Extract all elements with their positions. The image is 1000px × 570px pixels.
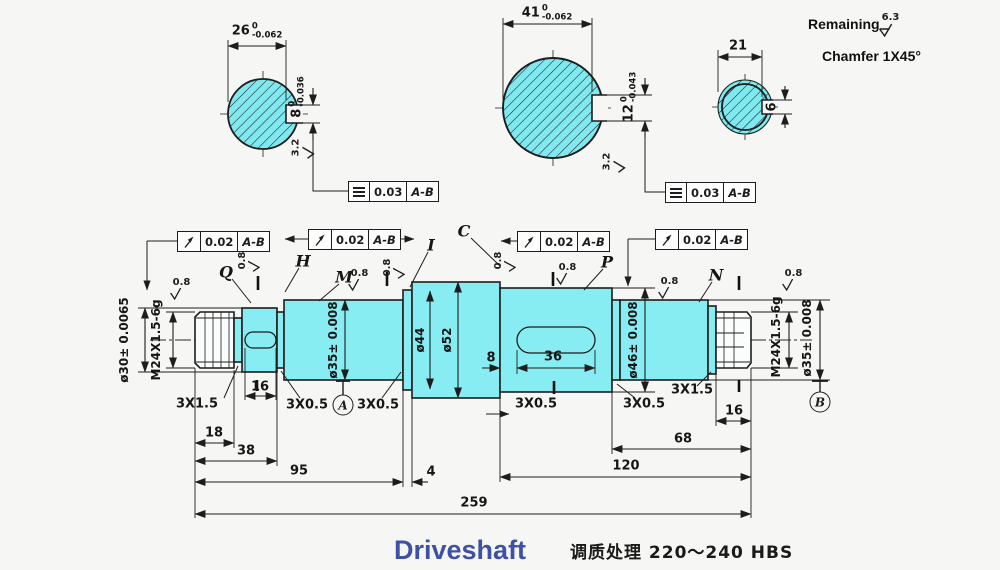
tolerance-value: 0.02 xyxy=(540,232,577,251)
dim-18: 18 xyxy=(204,425,224,441)
heat-treatment-note: 调质处理 220～240 HBS xyxy=(570,543,794,563)
dim-keyway-36: 36 xyxy=(543,349,563,365)
feature-label-q: Q xyxy=(219,262,233,282)
chamfer-note: Chamfer 1X45° xyxy=(822,48,921,64)
drawing-title: Driveshaft xyxy=(394,535,527,565)
dim-diameter-35-left: ø35± 0.008 xyxy=(326,301,340,379)
tolerance-value: 0.03 xyxy=(686,183,723,202)
thread-spec-right: M24X1.5-6g xyxy=(769,296,783,378)
roughness-check-icon xyxy=(248,260,260,272)
datum-a-symbol: A xyxy=(332,394,354,416)
dim-38: 38 xyxy=(236,443,256,459)
dim-26: 26 0-0.062 xyxy=(231,21,283,40)
dim-120: 120 xyxy=(612,458,640,474)
dim-diameter-35-right: ø35± 0.008 xyxy=(800,299,814,377)
dim-95: 95 xyxy=(289,463,309,479)
undercut-3x0-5: 3X0.5 xyxy=(622,396,666,412)
remaining-note: Remaining xyxy=(808,16,880,32)
roughness-check-icon xyxy=(302,146,315,159)
undercut-3x0-5: 3X0.5 xyxy=(356,397,400,413)
tolerance-datum: A-B xyxy=(368,230,399,249)
dim-16-right: 16 xyxy=(724,403,744,419)
roughness-check-icon xyxy=(658,287,670,299)
roughness-check-icon xyxy=(393,267,405,279)
circular-runout-icon xyxy=(315,234,325,246)
dim-21: 21 xyxy=(728,38,748,54)
tolerance-value: 0.02 xyxy=(678,230,715,249)
roughness-0-8-mark: 0.8 xyxy=(493,252,516,273)
dim-259: 259 xyxy=(460,495,488,511)
tolerance-value: 0.02 xyxy=(331,230,368,249)
roughness-check-icon xyxy=(348,279,360,291)
dim-diameter-30: ø30± 0.0065 xyxy=(117,297,131,383)
dim-diameter-52: ø52 xyxy=(440,327,454,353)
tolerance-value: 0.02 xyxy=(200,232,237,251)
undercut-3x0-5: 3X0.5 xyxy=(514,396,558,412)
symmetry-icon xyxy=(670,187,682,198)
circular-runout-icon xyxy=(524,236,534,248)
runout-tolerance-frame: 0.02 A-B xyxy=(517,231,610,252)
thread-spec-left: M24X1.5-6g xyxy=(149,299,163,381)
symmetry-icon xyxy=(353,186,365,197)
tolerance-datum: A-B xyxy=(715,230,746,249)
roughness-check-icon xyxy=(504,260,516,272)
dimension-lines xyxy=(141,20,824,518)
roughness-0-8-mark: 0.8 xyxy=(170,278,190,300)
dim-68: 68 xyxy=(673,431,693,447)
roughness-0-8-mark: 0.8 xyxy=(658,277,678,299)
roughness-0-8-mark: 0.8 xyxy=(237,252,260,273)
tolerance-datum: A-B xyxy=(237,232,268,251)
dim-12-keyway: 12 0-0.043 xyxy=(619,71,639,123)
tolerance-value: 0.03 xyxy=(369,182,406,201)
cutting-plane-ticks xyxy=(255,272,741,394)
dim-4: 4 xyxy=(426,464,436,480)
roughness-0-8-mark: 0.8 xyxy=(556,263,576,285)
feature-label-n: N xyxy=(708,265,724,285)
tolerance-datum: A-B xyxy=(723,183,754,202)
dim-keyway-offset-8: 8 xyxy=(486,350,496,366)
dim-6-keyway: 6 xyxy=(764,102,780,112)
dim-41: 41 0-0.062 xyxy=(521,3,573,22)
dim-diameter-44: ø44 xyxy=(413,327,427,353)
roughness-check-icon xyxy=(782,279,794,291)
runout-tolerance-frame: 0.02 A-B xyxy=(655,229,748,250)
dim-diameter-46: ø46± 0.008 xyxy=(626,301,640,379)
roughness-0-8-mark: 0.8 xyxy=(348,269,368,291)
undercut-3x1-5-left: 3X1.5 xyxy=(175,396,219,412)
remaining-roughness-mark: 6.3 xyxy=(879,13,899,37)
section-views xyxy=(220,50,778,166)
roughness-check-icon xyxy=(879,23,893,37)
feature-label-p: P xyxy=(600,252,614,272)
runout-tolerance-frame: 0.02 A-B xyxy=(177,231,270,252)
roughness-3-2-mark: 3.2 xyxy=(602,153,626,174)
symmetry-tolerance-frame: 0.03 A-B xyxy=(348,181,439,202)
roughness-3-2-mark: 3.2 xyxy=(291,139,315,160)
feature-label-h: H xyxy=(295,251,311,271)
leader-lines xyxy=(143,138,828,418)
tolerance-datum: A-B xyxy=(406,182,437,201)
feature-label-i: I xyxy=(427,235,435,255)
undercut-3x0-5: 3X0.5 xyxy=(285,397,329,413)
roughness-check-icon xyxy=(613,160,626,173)
symmetry-tolerance-frame: 0.03 A-B xyxy=(665,182,756,203)
feature-label-c: C xyxy=(457,221,471,241)
roughness-check-icon xyxy=(556,273,568,285)
roughness-check-icon xyxy=(170,288,182,300)
shaft-outline xyxy=(194,281,752,399)
roughness-0-8-mark: 0.8 xyxy=(382,259,405,280)
circular-runout-icon xyxy=(662,234,672,246)
datum-b-symbol: B xyxy=(809,391,831,413)
runout-tolerance-frame: 0.02 A-B xyxy=(308,229,401,250)
feature-label-m: M xyxy=(335,267,353,287)
undercut-3x1-5-right: 3X1.5 xyxy=(670,382,714,398)
dim-keyway-16-left: 16 xyxy=(250,379,270,395)
dim-8-keyway: 8 0-0.036 xyxy=(287,76,307,118)
circular-runout-icon xyxy=(184,236,194,248)
tolerance-datum: A-B xyxy=(577,232,608,251)
roughness-0-8-mark: 0.8 xyxy=(782,269,802,291)
